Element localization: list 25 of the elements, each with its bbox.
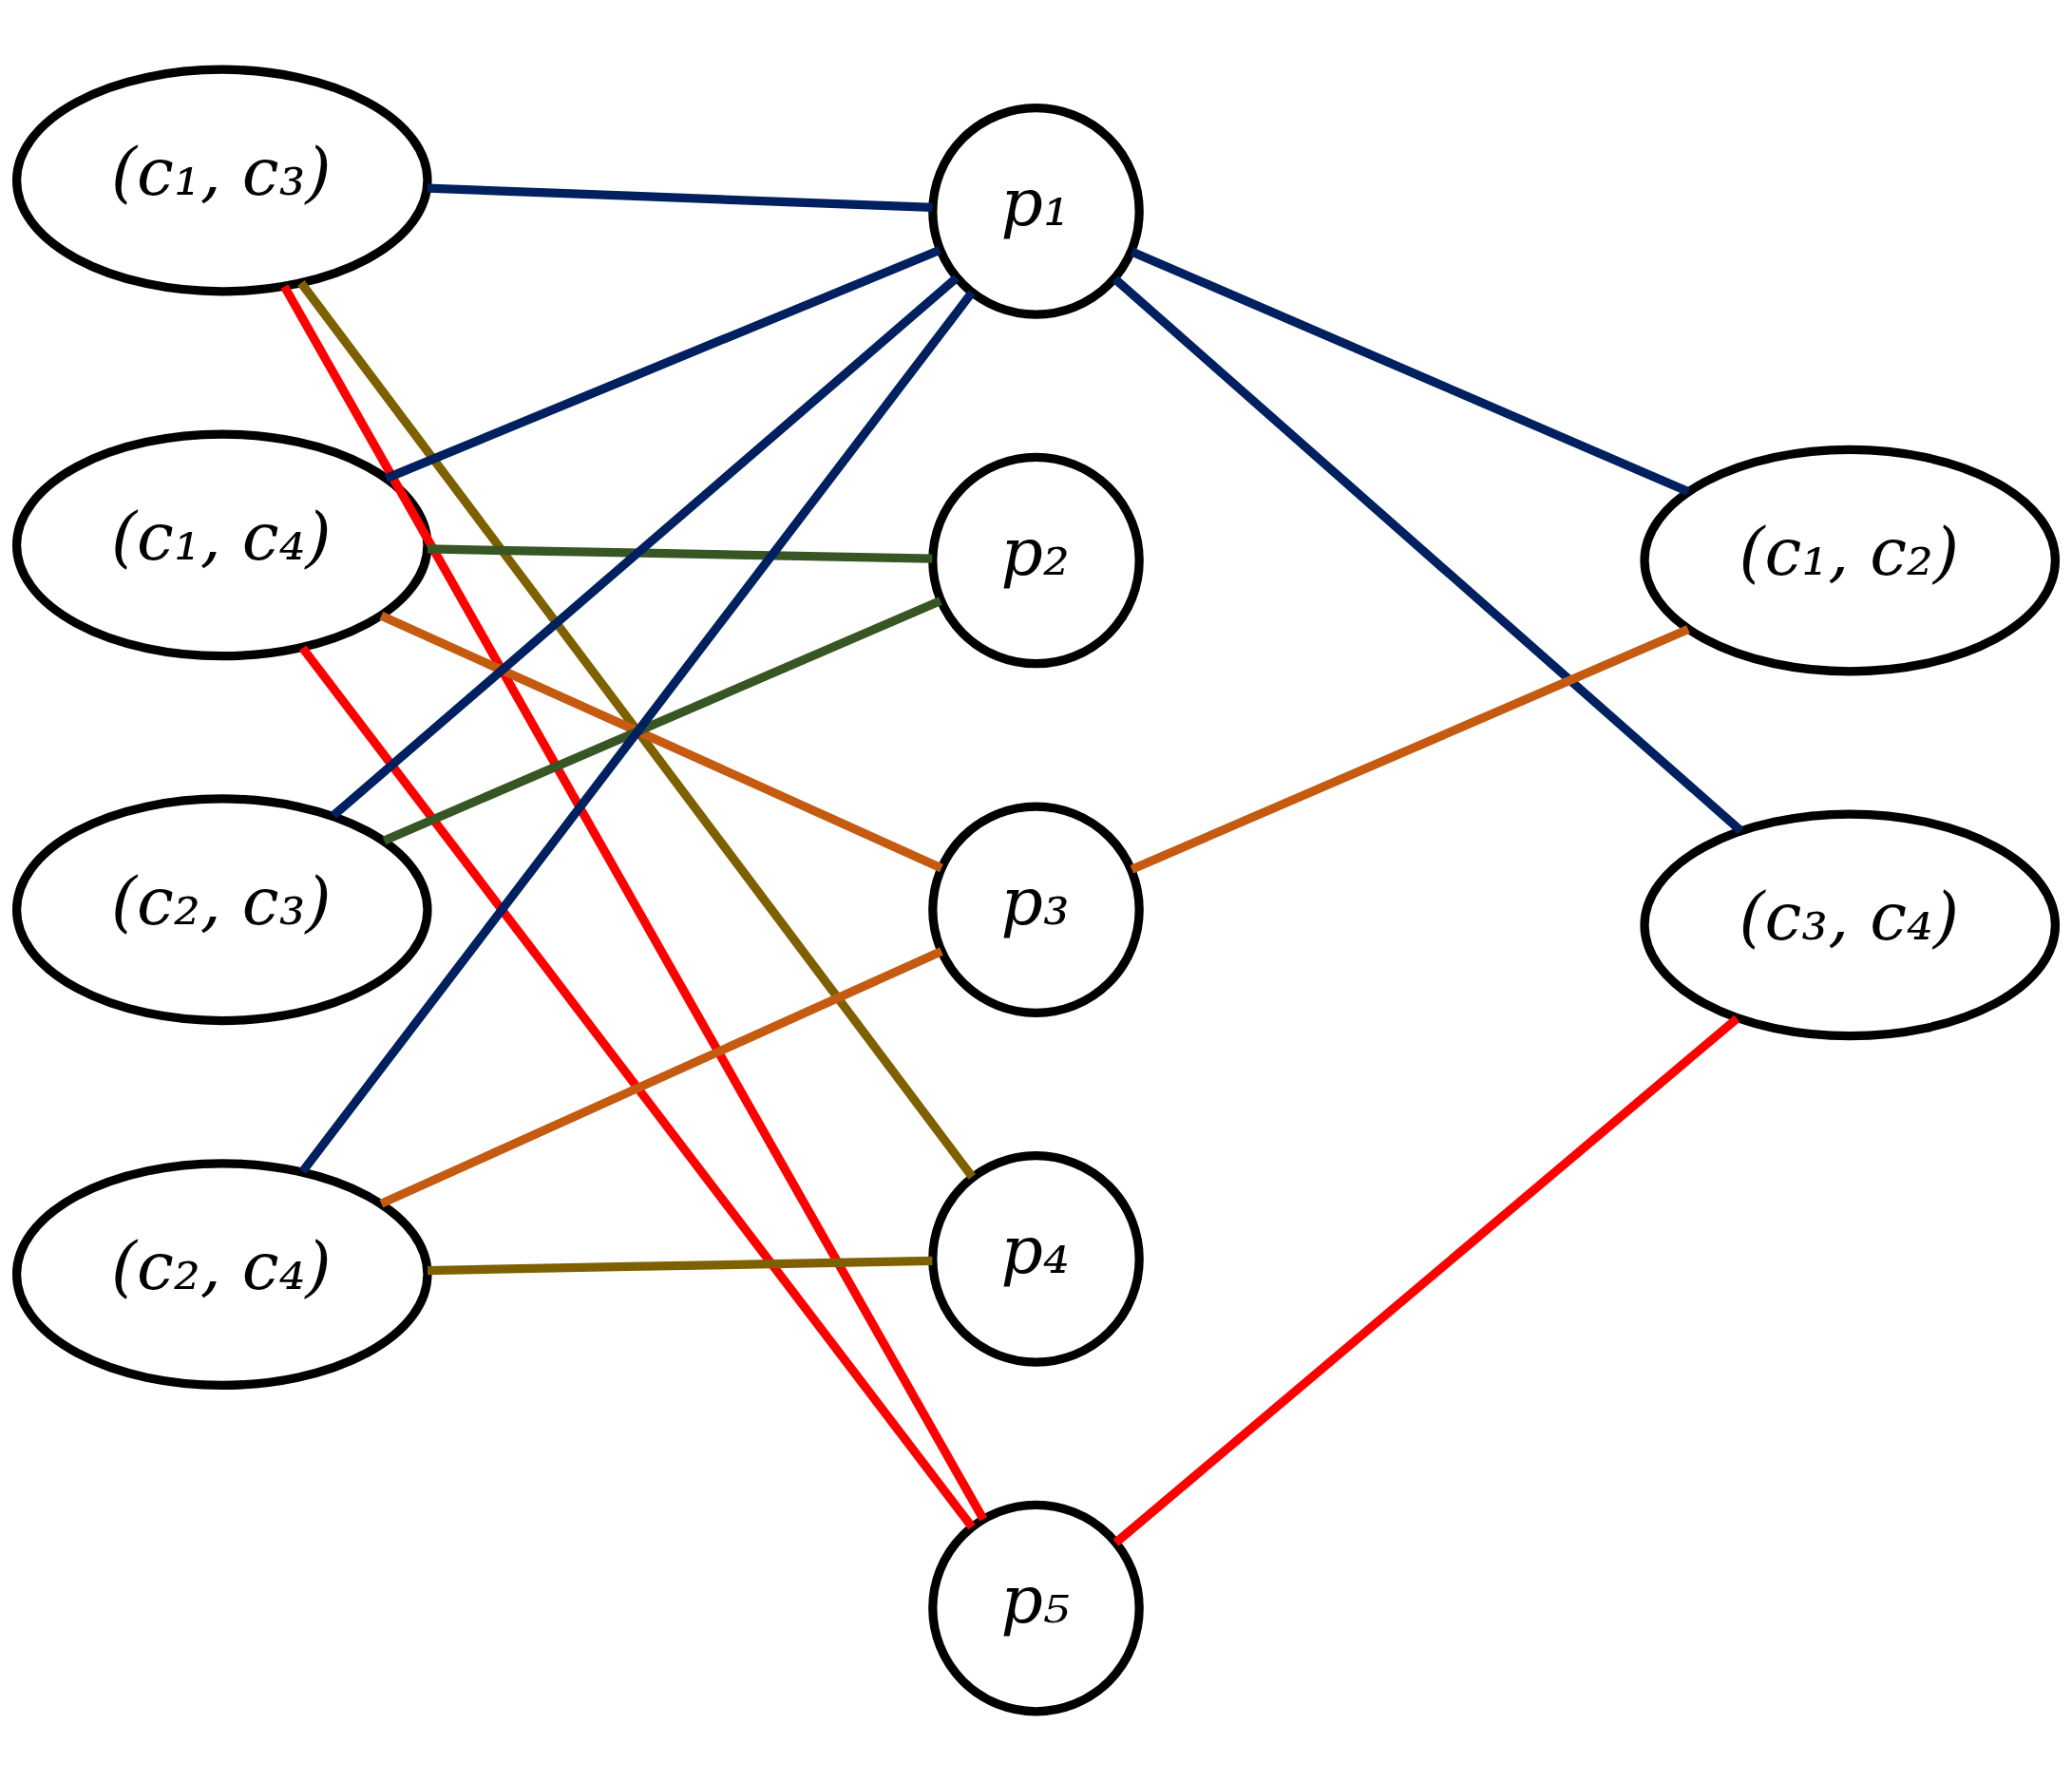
connector	[1130, 625, 1690, 874]
connector	[427, 544, 933, 563]
connector	[1112, 1014, 1740, 1546]
node-ellipse: (c₁, c₂)	[1640, 445, 2061, 676]
connector	[379, 612, 943, 873]
node-circle: p₅	[928, 1500, 1144, 1716]
node-ellipse: (c₁, c₄)	[11, 429, 432, 661]
node-circle: p₁	[928, 104, 1144, 319]
connector	[330, 275, 960, 820]
connector	[1112, 275, 1744, 835]
node-circle: p₄	[928, 1151, 1144, 1367]
node-ellipse: (c₁, c₃)	[11, 65, 432, 296]
connector	[1130, 247, 1690, 496]
connector	[382, 597, 942, 845]
node-circle: p₂	[928, 452, 1144, 669]
connector	[298, 645, 976, 1530]
connector	[379, 947, 943, 1208]
connector	[384, 245, 941, 483]
connector	[427, 1256, 933, 1276]
connector	[280, 284, 988, 1522]
connector	[427, 183, 933, 212]
node-circle: p₃	[928, 802, 1144, 1018]
node-ellipse: (c₂, c₄)	[11, 1159, 432, 1390]
node-ellipse: (c₂, c₃)	[11, 794, 432, 1026]
node-ellipse: (c₃, c₄)	[1640, 809, 2061, 1041]
